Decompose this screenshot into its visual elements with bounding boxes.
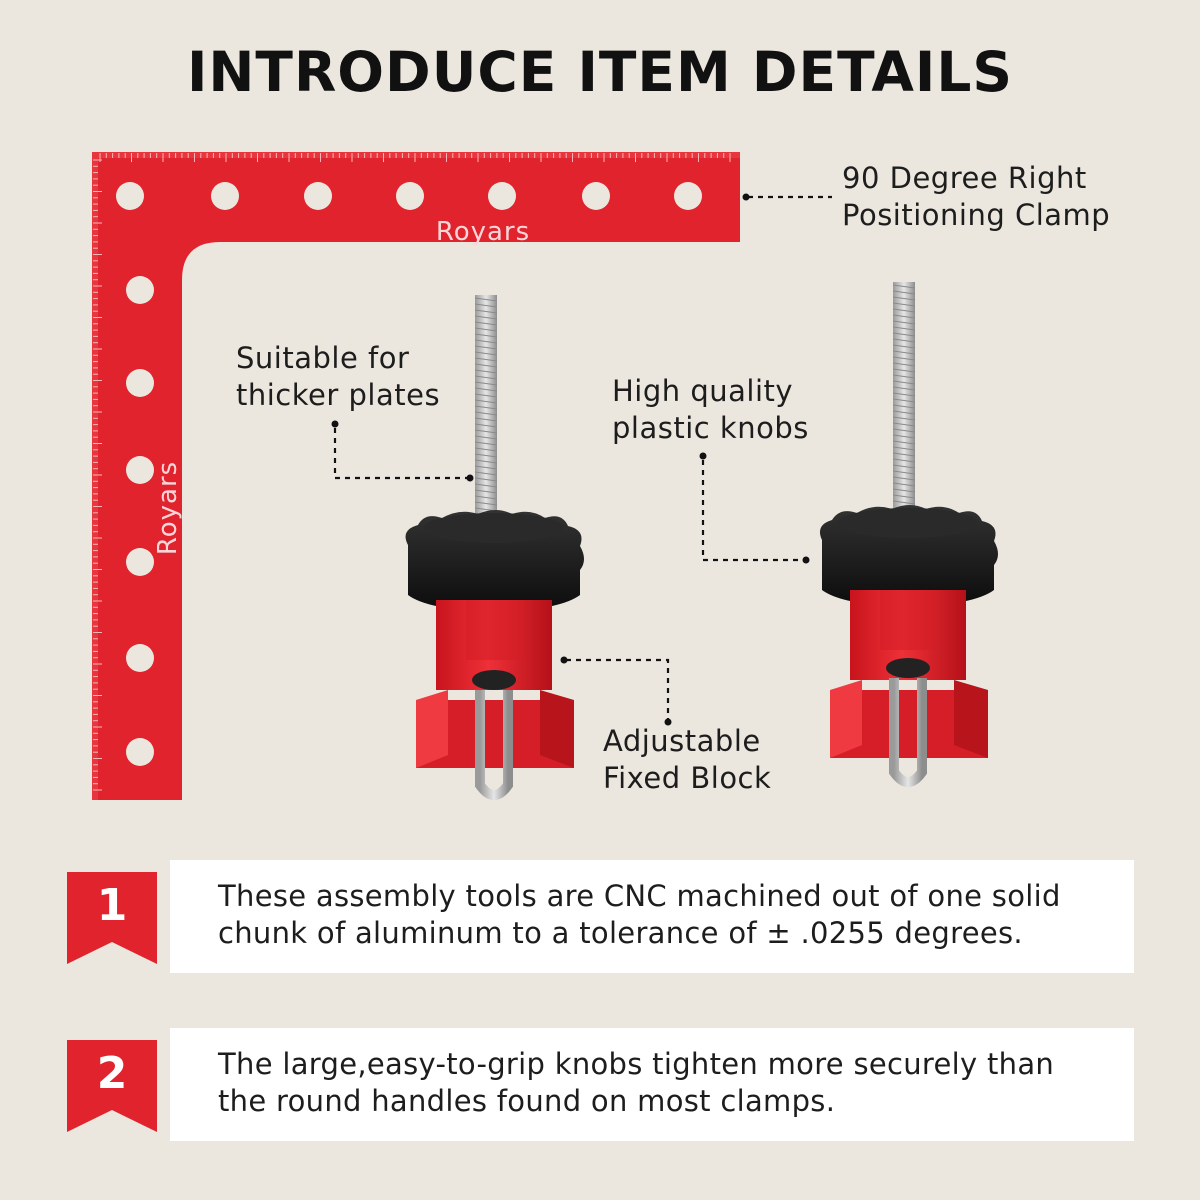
callout-block-line2: Fixed Block bbox=[603, 761, 772, 795]
callout-clamp: 90 Degree Right Positioning Clamp bbox=[842, 160, 1110, 234]
feature-card-2: The large,easy-to-grip knobs tighten mor… bbox=[170, 1028, 1134, 1141]
callout-knobs: High quality plastic knobs bbox=[612, 373, 809, 447]
ruler-hole bbox=[674, 182, 702, 210]
ruler-brand-vertical: Royars bbox=[153, 461, 183, 555]
clamp-right bbox=[819, 282, 998, 787]
leader-plates bbox=[333, 428, 470, 480]
ruler-hole bbox=[304, 182, 332, 210]
number-badge-1: 1 bbox=[67, 872, 157, 964]
ruler-hole bbox=[126, 369, 154, 397]
clamp-left bbox=[405, 295, 584, 800]
ruler-hole bbox=[582, 182, 610, 210]
ruler-hole bbox=[126, 548, 154, 576]
ruler-hole bbox=[126, 276, 154, 304]
number-badge-2: 2 bbox=[67, 1040, 157, 1132]
ribbon-icon bbox=[67, 1040, 157, 1132]
ruler-hole bbox=[126, 644, 154, 672]
leader-block bbox=[566, 658, 670, 720]
ribbon-icon bbox=[67, 872, 157, 964]
callout-block: Adjustable Fixed Block bbox=[603, 723, 771, 797]
ruler-hole bbox=[488, 182, 516, 210]
badge-number: 1 bbox=[96, 880, 128, 931]
ruler-hole bbox=[211, 182, 239, 210]
right-angle-ruler: Royars Royars bbox=[92, 152, 740, 800]
page-title: INTRODUCE ITEM DETAILS bbox=[186, 40, 1014, 104]
callout-knobs-line1: High quality bbox=[612, 374, 794, 408]
feature-1-line2: chunk of aluminum to a tolerance of ± .0… bbox=[218, 916, 1023, 950]
product-illustration: Royars Royars bbox=[92, 152, 998, 800]
ruler-hole bbox=[116, 182, 144, 210]
feature-2-line1: The large,easy-to-grip knobs tighten mor… bbox=[218, 1047, 1055, 1081]
ruler-hole bbox=[126, 738, 154, 766]
feature-1-line1: These assembly tools are CNC machined ou… bbox=[218, 879, 1061, 913]
ruler-hole bbox=[126, 456, 154, 484]
callout-plates-line1: Suitable for bbox=[236, 341, 410, 375]
callout-clamp-line1: 90 Degree Right bbox=[842, 161, 1087, 195]
leader-knobs bbox=[701, 460, 806, 562]
callout-plates-line2: thicker plates bbox=[236, 378, 441, 412]
callout-plates: Suitable for thicker plates bbox=[236, 340, 440, 414]
callout-block-line1: Adjustable bbox=[603, 724, 761, 758]
badge-number: 2 bbox=[96, 1048, 128, 1099]
feature-card-1: These assembly tools are CNC machined ou… bbox=[170, 860, 1134, 973]
ruler-brand-horizontal: Royars bbox=[436, 217, 530, 247]
callout-knobs-line2: plastic knobs bbox=[612, 411, 809, 445]
ruler-hole bbox=[396, 182, 424, 210]
feature-2-line2: the round handles found on most clamps. bbox=[218, 1084, 836, 1118]
callout-clamp-line2: Positioning Clamp bbox=[842, 198, 1111, 232]
